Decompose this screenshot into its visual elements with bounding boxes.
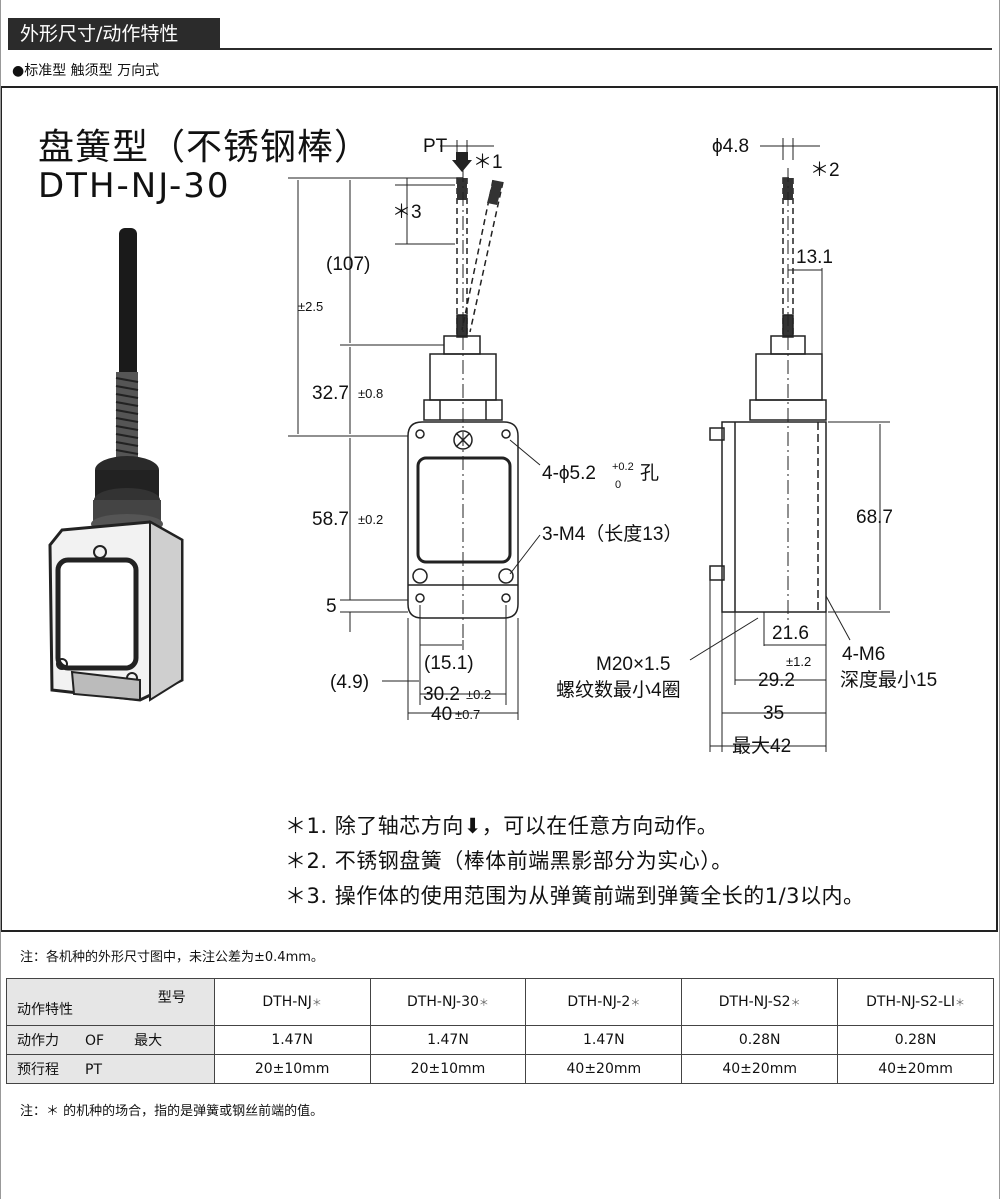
model-name: DTH-NJ-S2-LI <box>866 994 955 1010</box>
label-b: OF <box>85 1033 105 1049</box>
star-mark: ＊ <box>630 998 641 1009</box>
dim-15-1: (15.1) <box>424 653 474 674</box>
table-cell: 20±10mm <box>213 1054 371 1084</box>
star-mark: ＊ <box>790 998 801 1009</box>
tol-0-7: ±0.7 <box>455 707 480 722</box>
model-name: DTH-NJ-S2 <box>718 994 791 1010</box>
table-cell: 1.47N <box>525 1025 683 1055</box>
dim-30-2: 30.2 <box>423 684 460 705</box>
dim-35: 35 <box>763 703 784 724</box>
dim-58-7: 58.7 <box>312 509 349 530</box>
table-cell: 40±20mm <box>525 1054 683 1084</box>
note-2: ＊2. 不锈钢盘簧（棒体前端黑影部分为实心）。 <box>285 849 733 873</box>
phi-4-8: ϕ4.8 <box>712 136 749 157</box>
star-mark: ＊ <box>954 998 965 1009</box>
star-mark: ＊ <box>311 998 322 1009</box>
section-subtitle: ●标准型 触须型 万向式 <box>12 63 160 79</box>
table-cell: 0.28N <box>837 1025 994 1055</box>
table-cell: 1.47N <box>213 1025 371 1055</box>
m4-spec: 3-M4（长度13） <box>542 523 682 545</box>
star-mark: ＊ <box>478 998 489 1009</box>
table-cell: 40±20mm <box>837 1054 994 1084</box>
hole-tol-lower: 0 <box>615 479 621 491</box>
tol-0-2b: ±0.2 <box>466 687 491 702</box>
m6-spec: 4-M6 <box>842 644 885 665</box>
row-label: 动作力 OF 最大 <box>6 1025 215 1055</box>
table-row: 动作力 OF 最大 1.47N 1.47N 1.47N 0.28N 0.28N <box>6 1025 994 1055</box>
model-header: DTH-NJ-S2＊ <box>681 978 839 1026</box>
dim-40: 40 <box>431 704 452 725</box>
drawing-title: 盘簧型（不锈钢棒） <box>38 127 372 168</box>
hole-spec: 4-ϕ5.2 <box>542 463 596 484</box>
dimension-drawing: PT ＊1 ＊3 (107) ±2.5 32.7 ±0.8 58.7 ±0.2 … <box>48 136 937 757</box>
dim-max-42: 最大42 <box>732 735 791 757</box>
note-1: ＊1. 除了轴芯方向⬇，可以在任意方向动作。 <box>285 814 719 838</box>
dim-107: (107) <box>326 254 370 275</box>
dim-68-7: 68.7 <box>856 507 893 528</box>
table-corner: 型号 动作特性 <box>6 978 215 1026</box>
section-title: 外形尺寸/动作特性 <box>8 18 220 50</box>
front-dimensions <box>288 140 541 720</box>
tol-2-5: ±2.5 <box>298 299 323 314</box>
model-number: DTH-NJ-30 <box>38 166 231 206</box>
label-a: 预行程 <box>17 1062 59 1078</box>
star1-label: ＊1 <box>473 152 503 173</box>
front-view <box>407 168 519 640</box>
label-c: 最大 <box>134 1033 163 1049</box>
corner-model-label: 型号 <box>157 990 186 1006</box>
label-a: 动作力 <box>17 1033 59 1049</box>
dim-4-9: (4.9) <box>330 672 369 693</box>
table-row: 预行程 PT 20±10mm 20±10mm 40±20mm 40±20mm 40… <box>6 1054 994 1084</box>
product-illustration <box>48 228 184 702</box>
table-header-row: 型号 动作特性 DTH-NJ＊ DTH-NJ-30＊ DTH-NJ-2＊ DTH… <box>6 978 994 1026</box>
table-cell: 0.28N <box>681 1025 839 1055</box>
row-label: 预行程 PT <box>6 1054 215 1084</box>
m6-depth: 深度最小15 <box>840 669 937 691</box>
model-header: DTH-NJ-30＊ <box>369 978 527 1026</box>
pt-label: PT <box>423 136 448 157</box>
dim-21-6: 21.6 <box>772 623 809 644</box>
model-header: DTH-NJ-S2-LI＊ <box>837 978 994 1026</box>
note-3: ＊3. 操作体的使用范围为从弹簧前端到弹簧全长的1/3以内。 <box>285 884 865 908</box>
side-view <box>709 168 827 620</box>
dim-29-2: 29.2 <box>758 670 795 691</box>
footnote: 注：＊ 的机种的场合，指的是弹簧或钢丝前端的值。 <box>20 1104 324 1119</box>
tolerance-note: 注：各机种的外形尺寸图中，未注公差为±0.4mm。 <box>20 950 324 965</box>
header-rule <box>220 48 992 50</box>
spec-table: 型号 动作特性 DTH-NJ＊ DTH-NJ-30＊ DTH-NJ-2＊ DTH… <box>6 978 994 1084</box>
table-cell: 1.47N <box>369 1025 527 1055</box>
hole-tol-upper: +0.2 <box>612 461 634 473</box>
model-name: DTH-NJ-30 <box>407 994 479 1010</box>
model-name: DTH-NJ-2 <box>567 994 631 1010</box>
m20-spec: M20×1.5 <box>596 654 670 675</box>
m20-thread: 螺纹数最小4圈 <box>556 679 681 701</box>
table-cell: 40±20mm <box>681 1054 839 1084</box>
table-cell: 20±10mm <box>369 1054 527 1084</box>
star2-label: ＊2 <box>810 160 840 181</box>
dim-13-1: 13.1 <box>796 247 833 268</box>
dim-32-7: 32.7 <box>312 383 349 404</box>
corner-char-label: 动作特性 <box>17 1002 73 1018</box>
model-header: DTH-NJ-2＊ <box>525 978 683 1026</box>
tol-0-8: ±0.8 <box>358 386 383 401</box>
model-name: DTH-NJ <box>262 994 312 1010</box>
dim-5: 5 <box>326 596 337 617</box>
hole-suffix: 孔 <box>640 462 659 484</box>
star3-label: ＊3 <box>392 202 422 223</box>
side-dimensions <box>689 138 890 752</box>
label-b: PT <box>85 1062 102 1078</box>
tol-1-2: ±1.2 <box>786 654 811 669</box>
tol-0-2: ±0.2 <box>358 512 383 527</box>
drawing-panel <box>0 86 998 932</box>
dimension-labels: PT ＊1 ＊3 (107) ±2.5 32.7 ±0.8 58.7 ±0.2 … <box>298 136 937 757</box>
model-header: DTH-NJ＊ <box>213 978 371 1026</box>
